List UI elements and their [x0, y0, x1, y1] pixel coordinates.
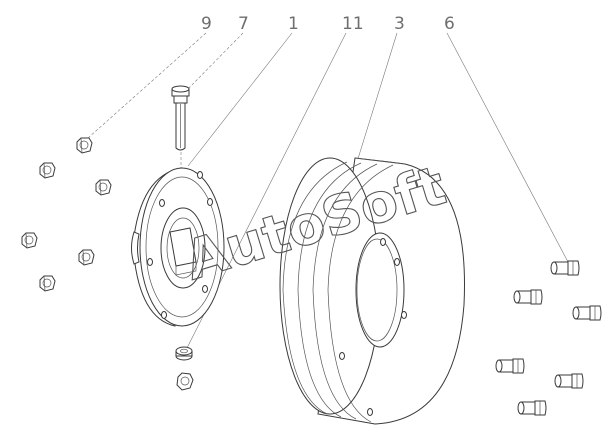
leader-6 — [446, 32, 569, 263]
bolt-6e — [554, 373, 584, 389]
nut-9b — [39, 162, 56, 179]
bolt-6a — [550, 260, 580, 276]
callout-11: 11 — [342, 14, 364, 34]
callout-6: 6 — [444, 14, 455, 34]
bolt-6c — [572, 305, 602, 321]
washer-nut-part-11 — [175, 346, 194, 391]
bolts-part-6 — [495, 260, 602, 416]
callout-9: 9 — [201, 14, 212, 34]
bolt-6f — [517, 400, 547, 416]
leader-7 — [184, 32, 244, 93]
leader-9 — [87, 32, 207, 139]
brake-drum-part-3 — [279, 157, 465, 425]
nut-9f — [39, 275, 56, 292]
hub-flange-part-1 — [131, 167, 225, 327]
bolt-part-7 — [171, 85, 190, 151]
bolt-6d — [495, 358, 525, 374]
leader-lines — [87, 32, 569, 351]
nut-9c — [95, 179, 112, 196]
bolt-6b — [513, 289, 543, 305]
leader-3 — [351, 32, 398, 179]
nuts-part-9 — [21, 137, 112, 292]
nut-9a — [76, 137, 93, 154]
callout-3: 3 — [394, 14, 405, 34]
nut-9e — [78, 249, 95, 266]
callout-7: 7 — [238, 14, 249, 34]
nut-9d — [21, 232, 38, 249]
callout-1: 1 — [288, 14, 299, 34]
leader-1 — [187, 32, 293, 167]
